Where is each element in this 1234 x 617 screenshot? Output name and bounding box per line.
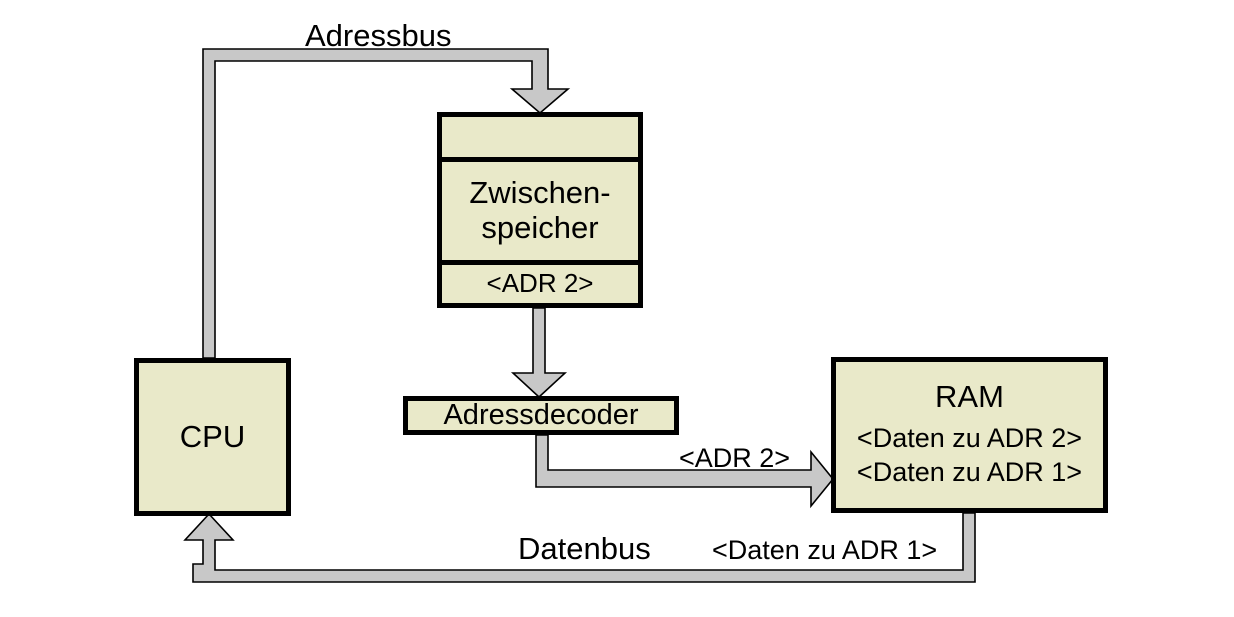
zwischenspeicher-top-cell [442, 117, 638, 157]
datenbus-payload-label: <Daten zu ADR 1> [712, 535, 938, 565]
ram-title: RAM [935, 379, 1004, 415]
adressbus-label: Adressbus [305, 18, 452, 53]
zwischenspeicher-label: Zwischen- speicher [442, 162, 638, 260]
zwischenspeicher-divider-bottom [442, 260, 638, 265]
ram-data-line-1: <Daten zu ADR 2> [856, 422, 1083, 453]
cpu-node[interactable]: CPU [134, 358, 291, 516]
cpu-label: CPU [179, 418, 246, 454]
decoder-to-ram-label: <ADR 2> [679, 443, 791, 473]
zwischenspeicher-label-line2: speicher [481, 210, 599, 245]
datenbus-arrow [183, 512, 976, 583]
zwischenspeicher-value-cell: <ADR 2> [486, 268, 594, 299]
datenbus-label: Datenbus [518, 531, 651, 566]
adressdecoder-label: Adressdecoder [443, 399, 639, 432]
adressdecoder-node[interactable]: Adressdecoder [403, 396, 679, 435]
zwischenspeicher-node[interactable]: Zwischen- speicher <ADR 2> [437, 112, 643, 308]
zwischenspeicher-divider-top [442, 157, 638, 162]
ram-data-line-2: <Daten zu ADR 1> [856, 457, 1083, 488]
adressbus-arrow [202, 48, 571, 359]
zwischenspeicher-label-line1: Zwischen- [469, 175, 611, 211]
zwischenspeicher-to-decoder-arrow [510, 307, 568, 399]
ram-node[interactable]: RAM <Daten zu ADR 2> <Daten zu ADR 1> [831, 357, 1108, 513]
decoder-to-ram-arrow [535, 434, 835, 509]
